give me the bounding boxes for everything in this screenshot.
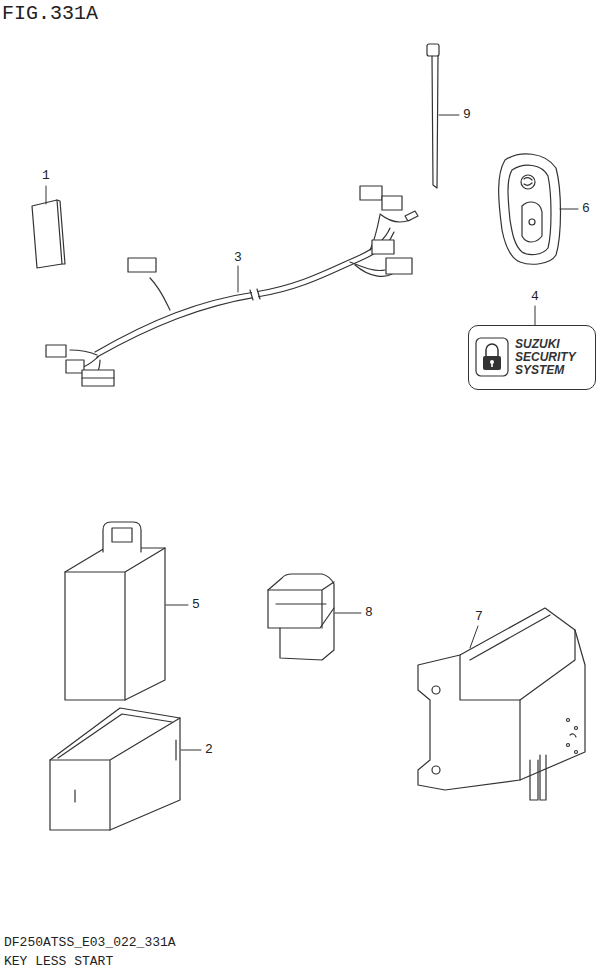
callout-number: 9 — [462, 108, 472, 122]
cable-tie — [427, 44, 439, 188]
key-fob — [499, 154, 561, 264]
callout-number: 8 — [364, 606, 374, 620]
callout-number: 2 — [204, 743, 214, 757]
figure-title: FIG.331A — [2, 3, 98, 25]
callout-number: 6 — [581, 202, 591, 216]
callout-number: 3 — [233, 251, 243, 265]
mounting-bracket — [418, 608, 585, 800]
holder-tray — [50, 708, 180, 830]
callout-number: 7 — [474, 610, 484, 624]
security-decal: SUZUKI SECURITY SYSTEM — [468, 325, 596, 390]
control-unit — [65, 522, 165, 700]
callout-number: 4 — [530, 290, 540, 304]
decal-text: SUZUKI SECURITY SYSTEM — [515, 338, 589, 377]
callout-number: 5 — [191, 598, 201, 612]
switch-part — [268, 574, 334, 660]
padlock-icon — [474, 336, 510, 378]
wire-harness — [46, 186, 418, 386]
callout-number: 1 — [41, 169, 51, 183]
card-part — [32, 200, 65, 268]
leader-lines — [46, 115, 578, 750]
drawing-code: KEY LESS START — [4, 954, 113, 969]
drawing-code: DF250ATSS_E03_022_331A — [4, 935, 176, 950]
